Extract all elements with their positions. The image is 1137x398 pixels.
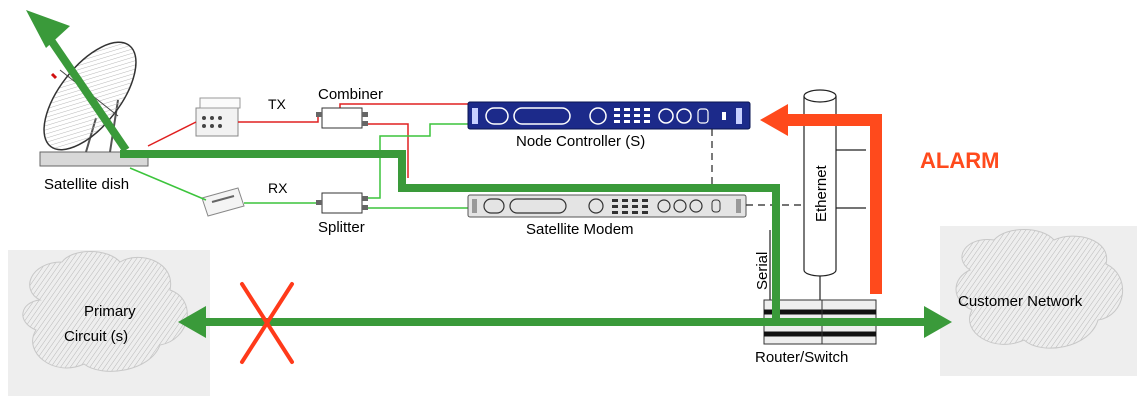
primary-circuit-label-line1: Primary (84, 303, 136, 320)
customer-network-cloud (940, 226, 1137, 376)
splitter-label: Splitter (318, 219, 365, 236)
arrow-head-left (178, 306, 206, 338)
dashed-connections (711, 129, 802, 206)
customer-network-label: Customer Network (958, 293, 1083, 310)
arrow-head-uplink (26, 10, 70, 48)
x-mark-icon (240, 282, 294, 364)
cloud-icon (955, 229, 1123, 349)
alarm-label: ALARM (920, 148, 999, 173)
rx-label: RX (268, 180, 288, 196)
receiver-icon (201, 187, 245, 217)
ethernet-bus-icon (803, 89, 866, 302)
uplink-path (40, 27, 130, 153)
data-path (40, 27, 930, 326)
rx-line (129, 123, 470, 209)
transmitter-icon (195, 97, 241, 137)
node-controller-label: Node Controller (S) (516, 133, 645, 150)
tx-label: TX (268, 96, 287, 112)
combiner-label: Combiner (318, 86, 383, 103)
combiner-icon (316, 107, 368, 129)
alarm-arrow-head (760, 104, 788, 136)
satellite-dish-label: Satellite dish (44, 176, 129, 193)
node-controller-unit (467, 101, 751, 130)
splitter-icon (316, 192, 368, 214)
primary-circuit-label-line2: Circuit (s) (64, 328, 128, 345)
satellite-modem-label: Satellite Modem (526, 221, 634, 238)
modem-path (120, 150, 780, 322)
satellite-modem-unit (467, 194, 747, 218)
ethernet-label: Ethernet (813, 164, 830, 222)
primary-circuit-cloud (8, 250, 210, 396)
router-switch-label: Router/Switch (755, 349, 848, 366)
arrow-head-right (924, 306, 952, 338)
alarm-path (780, 114, 882, 294)
serial-label: Serial (754, 252, 771, 290)
